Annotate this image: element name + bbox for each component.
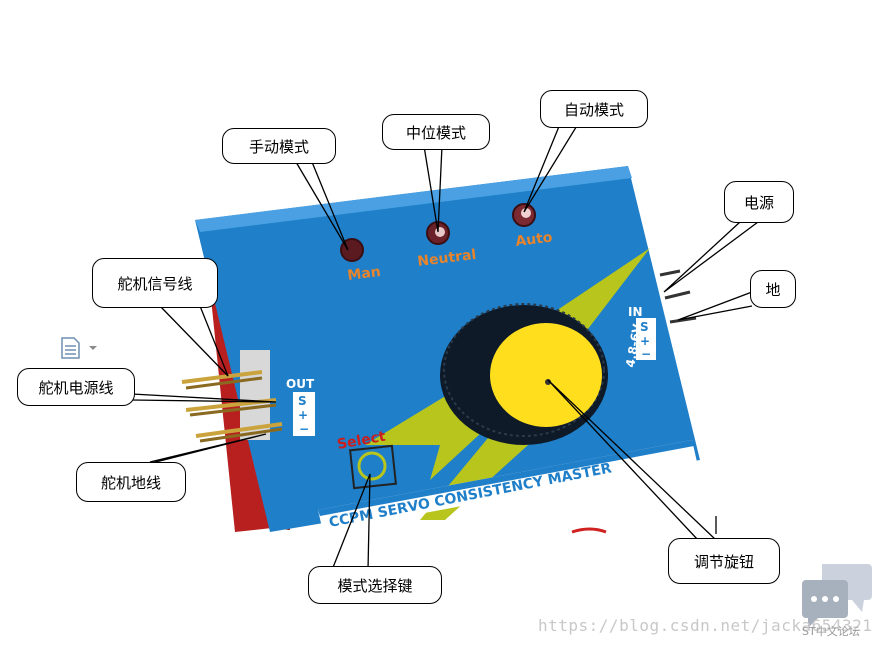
adjust-knob — [440, 303, 608, 445]
servo-output-pins — [181, 350, 283, 443]
callout-power: 电源 — [724, 181, 794, 223]
callout-manual-mode: 手动模式 — [222, 128, 336, 164]
select-button-frame — [349, 444, 397, 490]
select-button — [357, 451, 387, 481]
led-man — [340, 238, 364, 262]
out-pin-minus: − — [299, 422, 309, 436]
led-man-label: Man — [347, 264, 382, 284]
knob-cap — [490, 323, 602, 427]
in-pin-minus: − — [641, 347, 651, 361]
callout-leaders — [131, 123, 759, 571]
document-icon[interactable] — [60, 336, 100, 364]
in-label: IN — [628, 305, 643, 319]
callout-auto-mode: 自动模式 — [540, 90, 648, 128]
power-input-pins — [659, 269, 697, 324]
callout-servo-signal: 舵机信号线 — [92, 258, 218, 308]
callout-mode-select-key: 模式选择键 — [308, 566, 442, 604]
callout-ground: 地 — [750, 270, 796, 308]
out-pin-plus: + — [298, 408, 308, 422]
led-auto-label: Auto — [515, 230, 554, 250]
chat-bubble-icon — [802, 564, 872, 628]
out-pin-s: S — [298, 394, 307, 408]
in-pin-plus: + — [640, 334, 650, 348]
callout-adjust-knob: 调节旋钮 — [668, 538, 780, 584]
out-label: OUT — [286, 377, 315, 391]
callout-center-mode: 中位模式 — [382, 114, 490, 150]
watermark-forum: ST中文论坛 — [802, 625, 860, 638]
callout-servo-power: 舵机电源线 — [17, 368, 135, 406]
in-pin-s: S — [640, 320, 649, 334]
callout-servo-ground: 舵机地线 — [76, 462, 186, 502]
led-neutral-label: Neutral — [417, 247, 478, 270]
watermark-url: https://blog.csdn.net/jacka654321 — [538, 616, 873, 635]
